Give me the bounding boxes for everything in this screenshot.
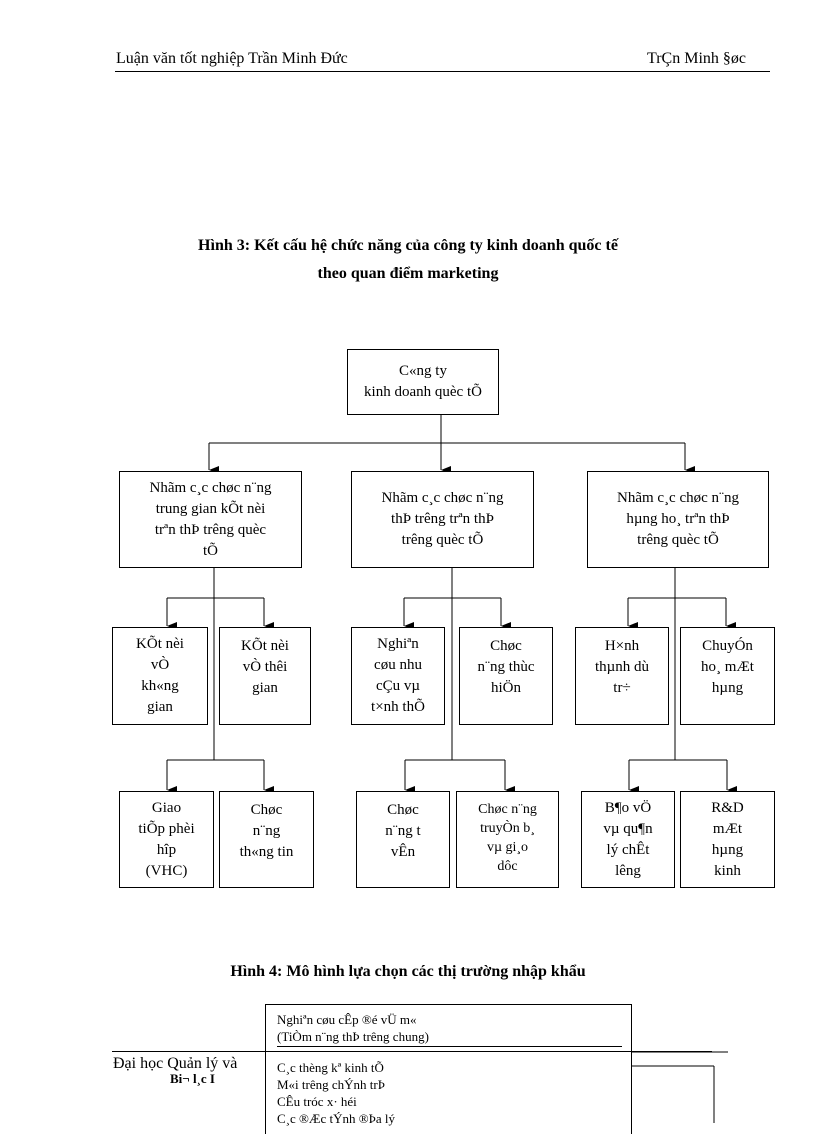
child-box-space: KÕt nèi vÒ kh«ng gian: [112, 627, 208, 725]
child-box-line: cÇu vµ: [375, 678, 421, 694]
group-box-line: Nhãm c¸c chøc n¨ng: [381, 490, 504, 506]
group-box-line: Nhãm c¸c chøc n¨ng: [616, 490, 740, 506]
figure4-line: M«i trêng chÝnh trÞ: [277, 1077, 385, 1092]
group-box-line: hµng ho¸ trªn thÞ: [626, 511, 730, 527]
group-box-goods: Nhãm c¸c chøc n¨ng hµng ho¸ trªn thÞ trê…: [587, 471, 769, 568]
group-box-line: trêng quèc tÕ: [401, 532, 484, 548]
child-box-line: Nghiªn: [377, 636, 419, 652]
root-box-line: kinh doanh quèc tÕ: [364, 384, 482, 400]
footer-rule: [112, 1051, 712, 1052]
child-box-line: hîp: [156, 841, 177, 858]
group-box-line: Nhãm c¸c chøc n¨ng: [149, 479, 272, 496]
child-box-line: vµ gi¸o: [486, 840, 529, 855]
child-box-line: ho¸ mÆt: [701, 659, 754, 675]
child-box-line: KÕt nèi: [136, 636, 184, 652]
child-box-reserve: H×nh thµnh dù tr÷: [575, 627, 669, 725]
child-box-line: vÒ thêi: [242, 659, 288, 675]
group-box-market: Nhãm c¸c chøc n¨ng thÞ trêng trªn thÞ tr…: [351, 471, 534, 568]
child-box-line: hiÖn: [491, 680, 521, 696]
child-box-line: Chøc: [490, 638, 522, 654]
child-box-line: (VHC): [145, 862, 188, 879]
child-box-line: Chøc n¨ng: [478, 802, 537, 817]
header-right-text: TrÇn Minh §øc: [647, 50, 746, 67]
group-box-line: thÞ trêng trªn thÞ: [391, 511, 494, 527]
child-box-line: ChuyÓn: [702, 638, 753, 654]
figure4-line: CÊu tróc x· héi: [277, 1094, 357, 1109]
child-box-line: thµnh dù: [594, 659, 650, 675]
child-box-time: KÕt nèi vÒ thêi gian: [219, 627, 311, 725]
child-box-line: hµng: [711, 841, 744, 858]
child-box-line: kh«ng: [141, 678, 179, 694]
child-box-line: t×nh thÕ: [371, 699, 425, 715]
child-box-line: gian: [147, 699, 173, 715]
root-box-line: C«ng ty: [399, 363, 447, 379]
child-box-line: KÕt nèi: [241, 638, 289, 654]
child-box-transform: ChuyÓn ho¸ mÆt hµng: [680, 627, 775, 725]
child-box-line: tiÕp phèi: [138, 820, 195, 837]
child-box-education: Chøc n¨ng truyÒn b¸ vµ gi¸o dôc: [456, 791, 559, 888]
child-box-line: vµ qu¶n: [603, 820, 653, 837]
figure4-caption: Hình 4: Mô hình lựa chọn các thị trường …: [230, 963, 586, 980]
child-box-quality: B¶o vÖ vµ qu¶n lý chÊt lêng: [581, 791, 675, 888]
footer-page-label: Bi¬ l¸c I: [170, 1071, 215, 1086]
child-box-line: n¨ng t: [385, 823, 421, 839]
figure4-box: Nghiªn cøu cÊp ®é vÜ m« (TiÒm n¨ng thÞ t…: [265, 1004, 632, 1134]
child-box-line: cøu nhu: [374, 657, 422, 673]
header-rule: [115, 71, 770, 72]
child-box-line: Giao: [151, 799, 182, 816]
child-box-line: n¨ng thùc: [477, 659, 535, 675]
group-box-line: trêng quèc tÕ: [637, 532, 719, 548]
child-box-rnd: R&D mÆt hµng kinh: [680, 791, 775, 888]
footer-left-text: Đại học Quản lý và: [113, 1055, 238, 1072]
root-box: C«ng ty kinh doanh quèc tÕ: [347, 349, 499, 415]
figure3-caption-line2: theo quan điểm marketing: [317, 265, 499, 282]
child-box-line: lêng: [615, 862, 641, 879]
child-box-line: dôc: [497, 859, 518, 874]
child-box-line: kinh: [714, 862, 741, 879]
group-box-line: trªn thÞ trêng quèc: [154, 521, 267, 538]
child-box-line: n¨ng: [252, 823, 281, 839]
figure4-line: Nghiªn cøu cÊp ®é vÜ m«: [277, 1012, 417, 1027]
child-box-line: tr÷: [613, 680, 631, 696]
child-box-line: th«ng tin: [239, 844, 294, 860]
group-box-line: tÕ: [203, 542, 218, 559]
child-box-research: Nghiªn cøu nhu cÇu vµ t×nh thÕ: [351, 627, 445, 725]
figure4-line: (TiÒm n¨ng thÞ trêng chung): [277, 1029, 429, 1044]
child-box-execution: Chøc n¨ng thùc hiÖn: [459, 627, 553, 725]
group-box-intermediary: Nhãm c¸c chøc n¨ng trung gian kÕt nèi tr…: [119, 471, 302, 568]
child-box-line: H×nh: [604, 638, 640, 654]
figure4-macro-group: Nghiªn cøu cÊp ®é vÜ m« (TiÒm n¨ng thÞ t…: [277, 1011, 622, 1047]
child-box-line: lý chÊt: [606, 841, 650, 858]
header-left-text: Luận văn tốt nghiệp Trần Minh Đức: [116, 50, 348, 67]
figure3-caption-line1: Hình 3: Kết cấu hệ chức năng của công ty…: [198, 237, 618, 254]
child-box-coordination: Giao tiÕp phèi hîp (VHC): [119, 791, 214, 888]
group-box-line: trung gian kÕt nèi: [155, 500, 266, 517]
child-box-line: mÆt: [712, 820, 743, 837]
child-box-line: Chøc: [250, 802, 283, 818]
figure4-line: C¸c thèng kª kinh tÕ: [277, 1060, 384, 1075]
child-box-line: B¶o vÖ: [604, 799, 652, 816]
child-box-line: R&D: [711, 799, 744, 816]
child-box-line: hµng: [711, 680, 744, 696]
child-box-line: vÊn: [390, 844, 416, 860]
child-box-information: Chøc n¨ng th«ng tin: [219, 791, 314, 888]
child-box-consulting: Chøc n¨ng t vÊn: [356, 791, 450, 888]
child-box-line: truyÒn b¸: [480, 821, 535, 836]
child-box-line: Chøc: [387, 802, 419, 818]
child-box-line: vÒ: [150, 657, 170, 673]
figure4-line: C¸c ®Æc tÝnh ®Þa lý: [277, 1111, 395, 1126]
child-box-line: gian: [252, 680, 278, 696]
